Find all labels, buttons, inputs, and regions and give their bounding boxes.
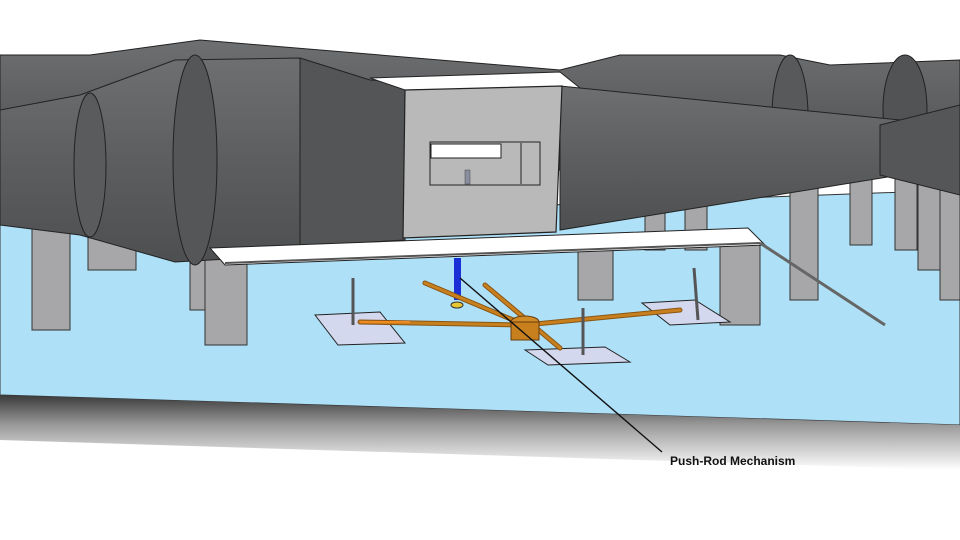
main-duct (0, 54, 960, 266)
back-support-pillars (644, 169, 960, 301)
push-rod-mechanism (357, 258, 683, 351)
mounting-beam (208, 227, 886, 327)
support-posts (351, 267, 700, 355)
annotation-leader-line (459, 277, 663, 453)
annotation-label: Push-Rod Mechanism (670, 454, 796, 468)
test-section (402, 85, 563, 239)
